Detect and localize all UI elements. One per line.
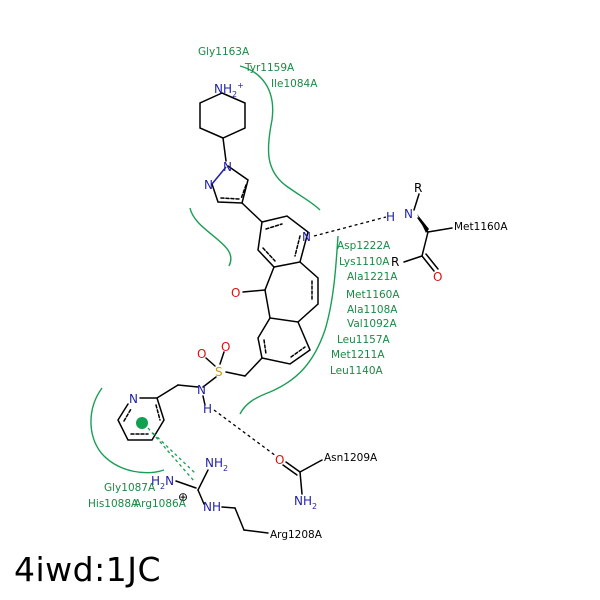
atom-o-met: O [433, 270, 442, 284]
residue-label-asn1209: Asn1209A [324, 452, 378, 464]
atom-nh2-guanidine-top: NH2 [205, 456, 228, 473]
atom-o-sulfonyl-2: O [221, 340, 230, 354]
aromatic-ring-centroid [136, 417, 148, 429]
residue-label: Val1092A [347, 318, 397, 330]
cyclohepta-ring [242, 261, 319, 323]
residue-label: Gly1163A [198, 46, 250, 58]
sulfonamide-group [156, 351, 225, 406]
hbond-asn1209 [213, 409, 277, 457]
atom-o-sulfonyl-1: O [197, 347, 206, 361]
pyridine-ring-left [117, 397, 165, 441]
atom-r-met-top: R [414, 181, 422, 195]
residue-label: Leu1140A [330, 365, 384, 377]
asn-sidechain [282, 459, 323, 495]
hydrophobic-arc-top [239, 65, 321, 211]
piperidine-ring [199, 92, 246, 162]
hydrophobic-arc-right [239, 235, 339, 415]
atom-nh-guanidine: NH [203, 500, 221, 514]
atom-n-sulfonamide: N [197, 383, 206, 397]
residue-label: Met1160A [346, 289, 400, 301]
atom-o-ketone: O [231, 286, 240, 300]
residue-labels-bonded: Met1160A Asn1209A Arg1208A [270, 221, 508, 541]
residue-label: Arg1086A [134, 498, 187, 510]
atom-nh2-plus: NH2+ [214, 81, 244, 99]
atom-h-met: H [386, 210, 395, 224]
guanidinium-group [175, 469, 269, 534]
atom-labels: NH2+ N N N O O O S N H N NH2 H2N ⊕ NH O … [129, 81, 442, 514]
residue-labels-right: Asp1222A Lys1110A Ala1221A Met1160A Ala1… [330, 240, 400, 377]
residue-label: Tyr1159A [244, 62, 295, 74]
pyridine-ring-upper [257, 215, 309, 268]
atom-n-pyrazole-2: N [204, 178, 213, 192]
residue-label-arg1208: Arg1208A [270, 529, 323, 541]
residue-label: Asp1222A [337, 240, 391, 252]
residue-label: Ile1084A [271, 78, 318, 90]
hydrophobic-arcs [90, 65, 339, 474]
residue-label: Lys1110A [339, 256, 390, 268]
residue-label: Leu1157A [337, 334, 391, 346]
page-title: 4iwd:1JC [14, 550, 161, 589]
atom-o-asn: O [275, 453, 284, 467]
hydrophobic-arc-bottom-left [90, 387, 165, 474]
atom-n-pyridine-left: N [129, 392, 138, 406]
residue-label: Gly1087A [104, 482, 156, 494]
met-backbone [403, 193, 453, 272]
atom-nh2-asn: NH2 [294, 494, 317, 511]
cation-pi-arg1086-b [152, 432, 197, 475]
atom-h-sulfonamide: H [203, 402, 212, 416]
residue-label: Met1211A [331, 349, 385, 361]
cation-charge: ⊕ [178, 490, 188, 504]
residue-label: Ala1108A [347, 304, 398, 316]
residue-labels-top: Gly1163A Tyr1159A Ile1084A [198, 46, 318, 90]
residue-label: Ala1221A [347, 271, 398, 283]
benzene-ring-lower [225, 317, 311, 377]
atom-h2n-guanidine: H2N [151, 474, 174, 491]
hydrophobic-arc-left [189, 207, 232, 267]
hbond-met1160 [313, 216, 387, 237]
atom-r-met-bottom: R [391, 255, 399, 269]
atom-n-pyrazole-1: N [223, 160, 232, 174]
pyrazole-ring [211, 165, 263, 223]
residue-label: His1088A [88, 498, 139, 510]
residue-labels-bottom-left: Gly1087A His1088A Arg1086A [88, 482, 187, 510]
atom-n-met: N [404, 207, 413, 221]
atom-n-pyridine: N [302, 230, 311, 244]
atom-s: S [215, 365, 223, 379]
residue-label-met1160: Met1160A [454, 221, 508, 233]
